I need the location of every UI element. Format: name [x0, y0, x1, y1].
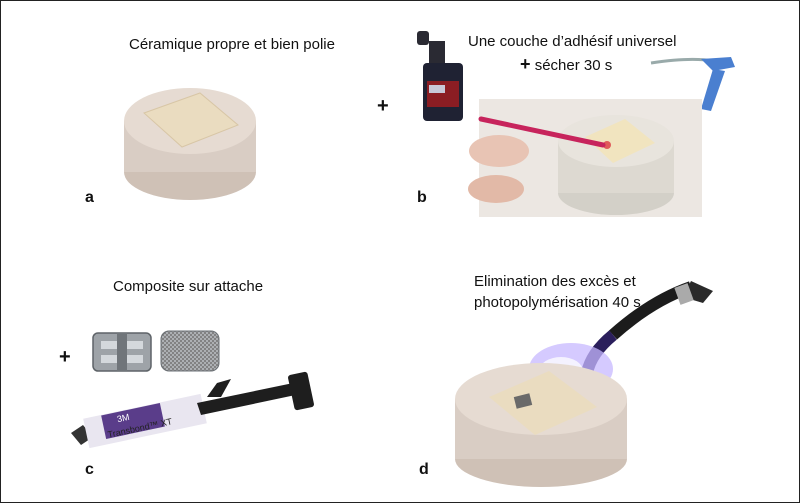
plus-sign-b: + — [377, 95, 389, 117]
label-b: b — [417, 189, 427, 206]
caption-b-line2-row: + sécher 30 s — [520, 54, 612, 76]
caption-b-line2: sécher 30 s — [534, 57, 613, 74]
label-d: d — [419, 461, 429, 478]
plus-sign-c: + — [59, 346, 71, 368]
caption-d-line1: Elimination des excès et — [474, 273, 636, 290]
caption-d-line2: photopolymérisation 40 s — [474, 294, 641, 311]
caption-a: Céramique propre et bien polie — [129, 36, 335, 53]
caption-c: Composite sur attache — [113, 278, 264, 295]
label-a: a — [85, 189, 94, 206]
label-c: c — [85, 461, 94, 478]
caption-b-line1: Une couche d’adhésif universel — [468, 33, 677, 50]
plus-inline-b: + — [520, 54, 531, 74]
